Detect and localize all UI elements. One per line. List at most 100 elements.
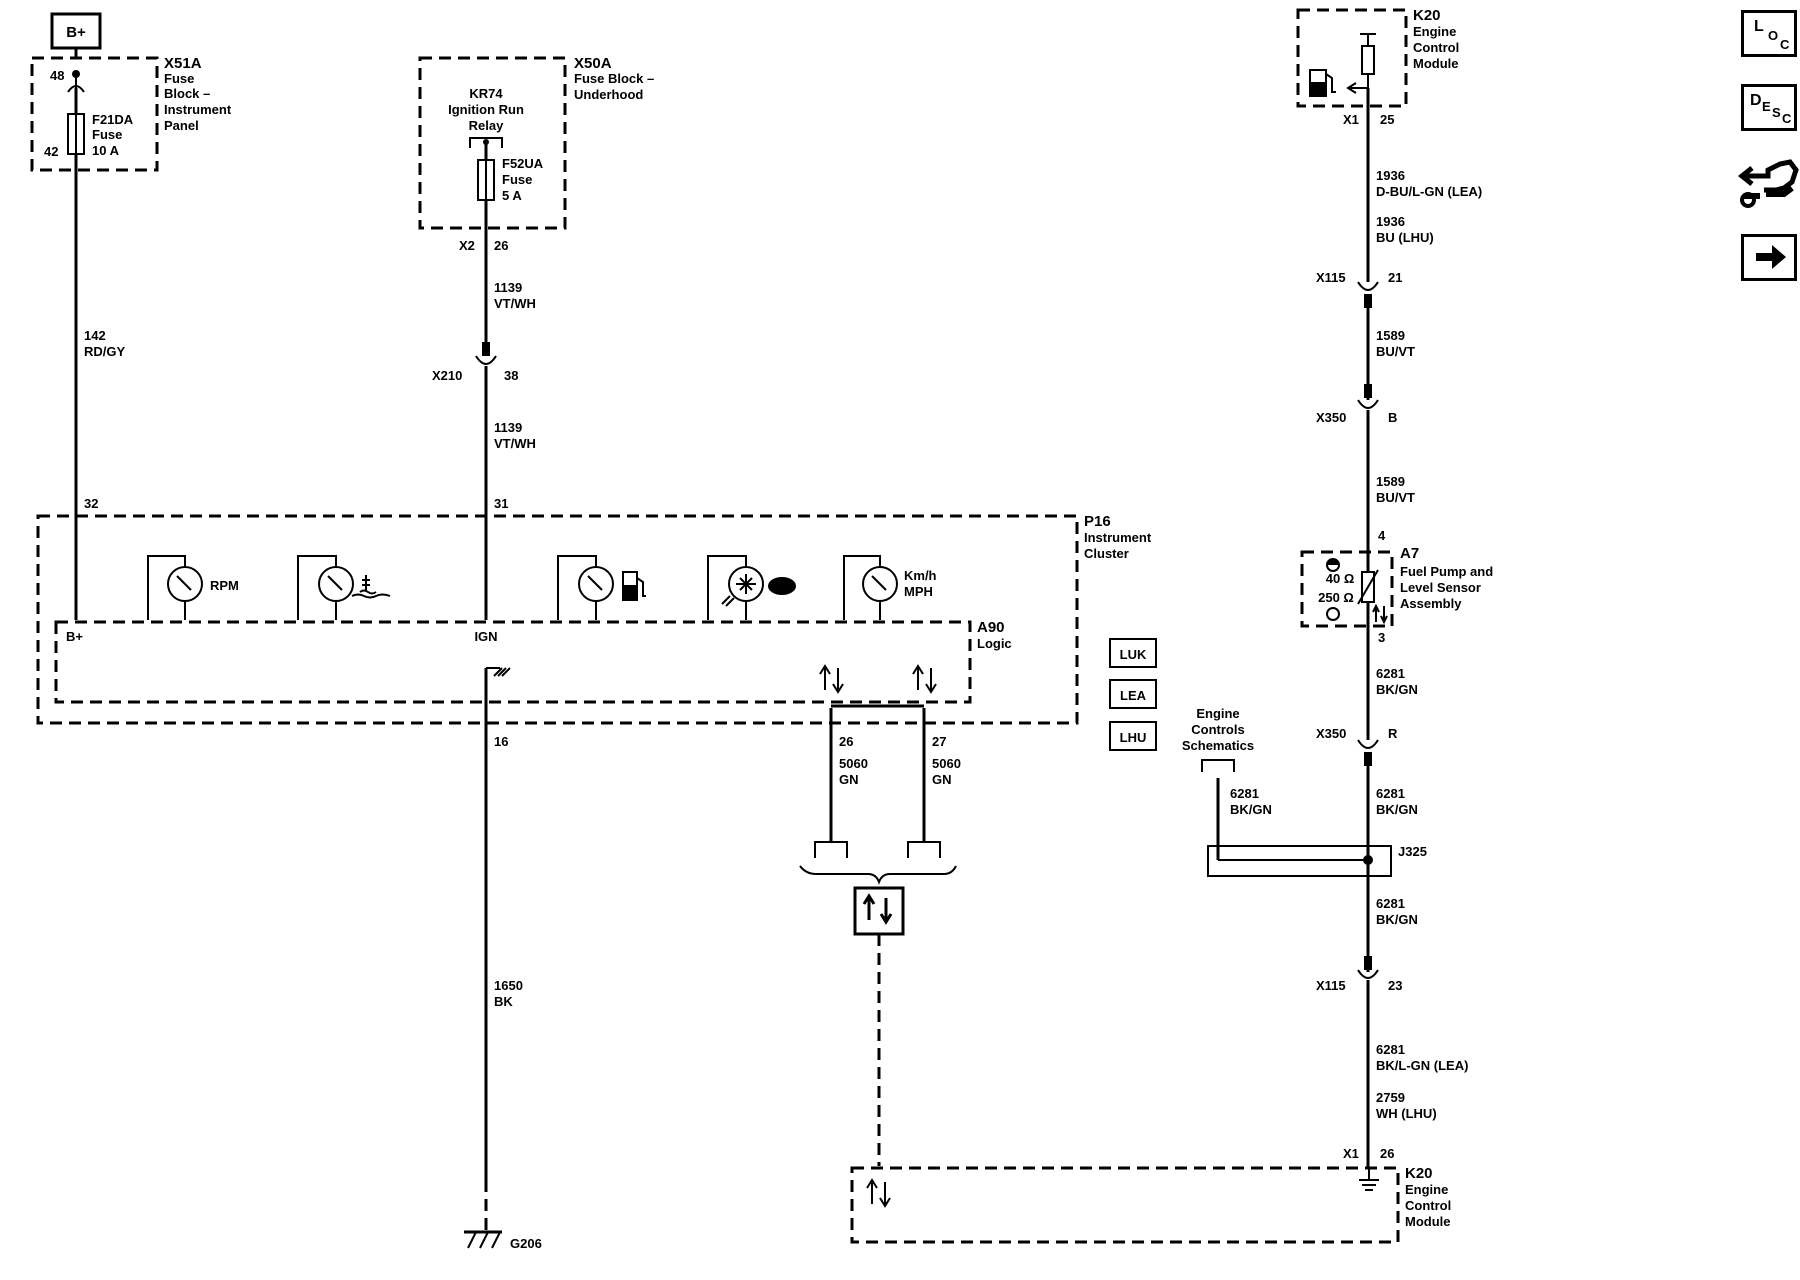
wire-1589b-color: BU/VT bbox=[1376, 490, 1415, 505]
ecm-top-conn: X1 bbox=[1343, 112, 1359, 127]
connector-x350a-icon bbox=[1357, 399, 1379, 409]
wire-2759-color: WH (LHU) bbox=[1376, 1106, 1437, 1121]
wire-6281c-circuit: 6281 bbox=[1230, 786, 1259, 801]
description-letter-d: D bbox=[1750, 92, 1762, 109]
ecm-fuel-level-input bbox=[1309, 33, 1376, 97]
option-lhu-label: LHU bbox=[1120, 730, 1147, 745]
connector-views-button[interactable] bbox=[1736, 152, 1800, 216]
splice-j325-id: J325 bbox=[1398, 844, 1427, 859]
option-luk-label: LUK bbox=[1120, 647, 1147, 662]
fuse-block-ip-name-4: Panel bbox=[164, 118, 199, 133]
logic-name: Logic bbox=[977, 636, 1012, 651]
fuse-block-uh-name-1: Fuse Block – bbox=[574, 71, 654, 86]
connector-x210-pin: 38 bbox=[504, 368, 518, 383]
wire-142-circuit: 142 bbox=[84, 328, 106, 343]
serial-data-arrows-27 bbox=[912, 664, 937, 694]
engine-controls-ref-1: Engine bbox=[1196, 706, 1239, 721]
logic-bplus-label: B+ bbox=[66, 629, 83, 644]
location-letter-c: C bbox=[1780, 37, 1790, 52]
wire-6281a-color: BK/GN bbox=[1376, 682, 1418, 697]
ecm-serial-data-arrows bbox=[866, 1178, 891, 1208]
wire-6281e-circuit: 6281 bbox=[1376, 1042, 1405, 1057]
arrow-right-icon bbox=[1756, 245, 1786, 269]
sensor-r-full: 40 Ω bbox=[1326, 571, 1355, 586]
serial-data-arrows-26 bbox=[819, 664, 844, 694]
sensor-id: A7 bbox=[1400, 545, 1419, 562]
location-button[interactable]: L O C bbox=[1741, 10, 1797, 57]
gauge-fuel bbox=[557, 555, 646, 620]
connector-x350a-id: X350 bbox=[1316, 410, 1346, 425]
fuse-f52ua-rating: 5 A bbox=[502, 188, 522, 203]
gauge-rpm-label: RPM bbox=[210, 578, 239, 593]
fuse-block-uh-outline bbox=[418, 56, 567, 230]
relay-kr74-name-1: Ignition Run bbox=[448, 102, 524, 117]
cluster-pin-data1: 26 bbox=[839, 734, 853, 749]
fuse-f21da-rating: 10 A bbox=[92, 143, 120, 158]
relay-kr74-contact-icon bbox=[469, 137, 503, 148]
connector-x350b-icon bbox=[1357, 739, 1379, 749]
ecm-top-name-3: Module bbox=[1413, 56, 1459, 71]
fuse-uh-pin: 26 bbox=[494, 238, 508, 253]
connector-x115b-pin: 23 bbox=[1388, 978, 1402, 993]
description-button[interactable]: D E S C bbox=[1741, 84, 1797, 131]
fuse-f52ua-id: F52UA bbox=[502, 156, 544, 171]
data-link-brace bbox=[799, 865, 957, 885]
data-link-terminal-a bbox=[814, 841, 848, 858]
gauge-mph-label: MPH bbox=[904, 584, 933, 599]
ecm-top-outline bbox=[1296, 8, 1408, 108]
ecm-top-id: K20 bbox=[1413, 7, 1441, 24]
wire-1589a-color: BU/VT bbox=[1376, 344, 1415, 359]
fuse-ip-clip-icon bbox=[67, 74, 85, 93]
fuse-block-ip-name-3: Instrument bbox=[164, 102, 232, 117]
engine-controls-ref-3: Schematics bbox=[1182, 738, 1254, 753]
sensor-name-1: Fuel Pump and bbox=[1400, 564, 1493, 579]
wire-1936b-color: BU (LHU) bbox=[1376, 230, 1434, 245]
wire-1936a-color: D-BU/L-GN (LEA) bbox=[1376, 184, 1482, 199]
description-letter-e: E bbox=[1762, 99, 1771, 114]
ground-g206: G206 bbox=[464, 1230, 542, 1251]
splice-node bbox=[1363, 855, 1373, 865]
bplus-label: B+ bbox=[66, 24, 86, 41]
connector-x115a-icon bbox=[1357, 281, 1379, 291]
wire-6281d-circuit: 6281 bbox=[1376, 896, 1405, 911]
wire-142-color: RD/GY bbox=[84, 344, 126, 359]
description-letter-c: C bbox=[1782, 111, 1792, 126]
splice-j325 bbox=[1207, 845, 1392, 877]
ecm-top-name-1: Engine bbox=[1413, 24, 1456, 39]
relay-kr74-name-2: Relay bbox=[469, 118, 504, 133]
gauge-tachometer: RPM bbox=[147, 555, 239, 620]
gauge-speedometer: Km/h MPH bbox=[843, 555, 937, 620]
ecm-bottom-id: K20 bbox=[1405, 1165, 1433, 1182]
connector-x210-icon bbox=[475, 355, 497, 365]
fuel-sensor-outline bbox=[1300, 550, 1394, 628]
engine-controls-schematics-link[interactable]: Engine Controls Schematics bbox=[1182, 706, 1254, 772]
ground-symbol-icon bbox=[467, 1231, 501, 1249]
cluster-name-2: Cluster bbox=[1084, 546, 1129, 561]
wire-6281e-color: BK/L-GN (LEA) bbox=[1376, 1058, 1468, 1073]
fuse-block-uh-id: X50A bbox=[574, 55, 612, 72]
location-letter-l: L bbox=[1754, 18, 1764, 35]
location-letter-o: O bbox=[1768, 28, 1779, 43]
next-button[interactable] bbox=[1741, 234, 1797, 281]
ecm-bottom-name-2: Control bbox=[1405, 1198, 1451, 1213]
fuse-ip-pin-in: 48 bbox=[50, 68, 64, 83]
cluster-pin-data2: 27 bbox=[932, 734, 946, 749]
option-luk[interactable]: LUK bbox=[1109, 638, 1157, 668]
fuse-block-uh-name-2: Underhood bbox=[574, 87, 643, 102]
fuse-uh-conn: X2 bbox=[459, 238, 475, 253]
option-lea[interactable]: LEA bbox=[1109, 679, 1157, 709]
cluster-pin-bplus: 32 bbox=[84, 496, 98, 511]
fuse-f21da-label: Fuse bbox=[92, 127, 122, 142]
wire-1650-circuit: 1650 bbox=[494, 978, 523, 993]
hand-wrench-icon bbox=[1737, 159, 1799, 208]
gauge-kmh-label: Km/h bbox=[904, 568, 937, 583]
option-lea-label: LEA bbox=[1120, 688, 1147, 703]
wire-1936b-circuit: 1936 bbox=[1376, 214, 1405, 229]
wire-2759-circuit: 2759 bbox=[1376, 1090, 1405, 1105]
fuse-f21da-id: F21DA bbox=[92, 112, 134, 127]
option-lhu[interactable]: LHU bbox=[1109, 721, 1157, 751]
wire-1589a-circuit: 1589 bbox=[1376, 328, 1405, 343]
instrument-cluster-outline bbox=[36, 514, 1079, 725]
wire-5060a-color: GN bbox=[839, 772, 859, 787]
wire-6281d-color: BK/GN bbox=[1376, 912, 1418, 927]
